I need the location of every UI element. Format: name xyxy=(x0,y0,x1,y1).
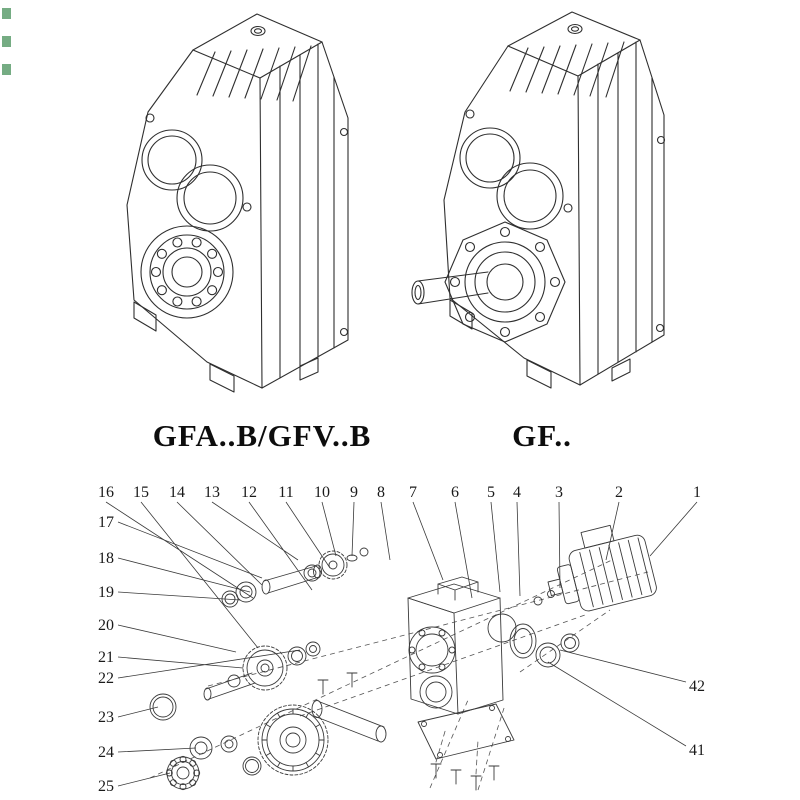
leader-lines-right xyxy=(547,649,687,747)
output-stage-parts-drawing xyxy=(149,672,387,791)
housing-drawing xyxy=(407,576,504,715)
gasket-and-bolts-drawing xyxy=(417,703,515,791)
bearing-detail xyxy=(140,225,234,319)
gearbox-gf-drawing xyxy=(411,11,666,389)
callout-2: 2 xyxy=(615,484,623,501)
page-edge-artifacts xyxy=(2,8,11,75)
callout-11: 11 xyxy=(278,484,293,501)
output-shaft xyxy=(411,271,489,305)
motor-shaft xyxy=(547,578,564,597)
assembly-axis-lines xyxy=(149,559,649,791)
intermediate-stage-parts-drawing xyxy=(203,641,321,701)
callout-10: 10 xyxy=(314,484,330,501)
flange-rings-drawing xyxy=(487,590,580,668)
input-stage-parts-drawing xyxy=(221,547,369,608)
callout-4: 4 xyxy=(513,484,521,501)
callout-9: 9 xyxy=(350,484,358,501)
callout-7: 7 xyxy=(409,484,417,501)
leader-lines-top xyxy=(105,501,698,649)
motor-drawing xyxy=(547,524,657,612)
side-rib-lines xyxy=(597,41,653,375)
callout-8: 8 xyxy=(377,484,385,501)
callout-1: 1 xyxy=(693,484,701,501)
exploded-view: 16 15 14 13 12 11 10 9 8 7 6 5 4 3 2 1 1… xyxy=(98,484,705,795)
callout-22: 22 xyxy=(98,670,114,687)
side-rib-lines xyxy=(279,43,335,379)
callout-19: 19 xyxy=(98,584,114,601)
callout-42: 42 xyxy=(689,678,705,695)
callout-16: 16 xyxy=(98,484,114,501)
callout-20: 20 xyxy=(98,617,114,634)
output-flange xyxy=(444,221,566,343)
callout-6: 6 xyxy=(451,484,459,501)
callout-21: 21 xyxy=(98,649,114,666)
motor-fins xyxy=(579,537,653,608)
product-label-gfab-gfvb: GFA..B/GFV..B xyxy=(153,418,372,453)
callout-18: 18 xyxy=(98,550,114,567)
callout-3: 3 xyxy=(555,484,563,501)
callout-5: 5 xyxy=(487,484,495,501)
callout-25: 25 xyxy=(98,778,114,795)
callout-14: 14 xyxy=(169,484,185,501)
fin-hatching xyxy=(196,45,312,102)
callout-15: 15 xyxy=(133,484,149,501)
callout-24: 24 xyxy=(98,744,114,761)
callout-41: 41 xyxy=(689,742,705,759)
callout-13: 13 xyxy=(204,484,220,501)
leader-lines-left xyxy=(117,521,301,787)
callout-12: 12 xyxy=(241,484,257,501)
fin-hatching xyxy=(509,41,625,98)
callout-23: 23 xyxy=(98,709,114,726)
callout-17: 17 xyxy=(98,514,114,531)
gearbox-gfab-drawing xyxy=(126,13,349,393)
product-label-gf: GF.. xyxy=(512,418,572,453)
